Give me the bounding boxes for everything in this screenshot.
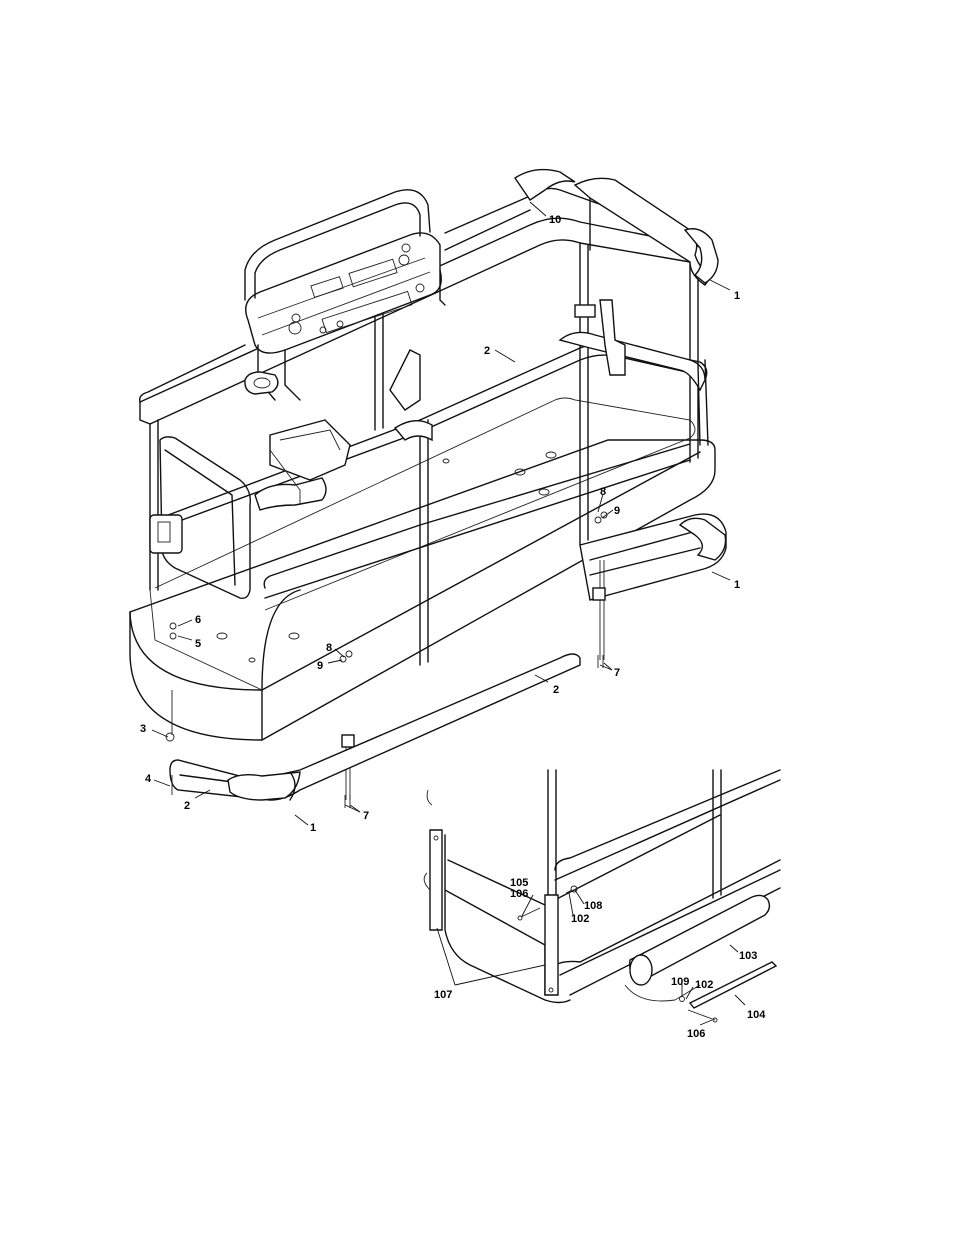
control-console xyxy=(244,189,446,401)
callout-3: 3 xyxy=(140,723,146,735)
callout-108: 108 xyxy=(584,900,602,912)
callout-2: 2 xyxy=(484,345,490,357)
callout-2: 2 xyxy=(553,684,559,696)
callout-104: 104 xyxy=(747,1009,766,1021)
callout-1: 1 xyxy=(734,579,740,591)
callout-1: 1 xyxy=(734,290,740,302)
callout-10: 10 xyxy=(549,214,561,226)
callout-6: 6 xyxy=(195,614,201,626)
callouts: 10 1 2 8 9 1 6 5 8 9 7 2 3 4 2 1 7 105 1… xyxy=(140,214,766,1040)
callout-9: 9 xyxy=(317,660,323,672)
callout-103: 103 xyxy=(739,950,757,962)
callout-7: 7 xyxy=(363,810,369,822)
callout-8: 8 xyxy=(600,486,606,498)
callout-9: 9 xyxy=(614,505,620,517)
callout-105: 105 xyxy=(510,877,528,889)
callout-4: 4 xyxy=(145,773,152,785)
callout-8: 8 xyxy=(326,642,332,654)
callout-102: 102 xyxy=(571,913,589,925)
callout-106: 106 xyxy=(687,1028,705,1040)
leader-lines xyxy=(151,201,746,1026)
callout-2: 2 xyxy=(184,800,190,812)
bumper-assembly xyxy=(165,511,727,808)
detail-view xyxy=(423,769,781,1023)
platform-floor-tray xyxy=(129,439,716,741)
callout-107: 107 xyxy=(434,989,452,1001)
callout-1: 1 xyxy=(310,822,316,834)
callout-5: 5 xyxy=(195,638,201,650)
callout-102: 102 xyxy=(695,979,713,991)
callout-106: 106 xyxy=(510,888,528,900)
callout-7: 7 xyxy=(614,667,620,679)
callout-109: 109 xyxy=(671,976,689,988)
platform-basket xyxy=(129,168,719,741)
